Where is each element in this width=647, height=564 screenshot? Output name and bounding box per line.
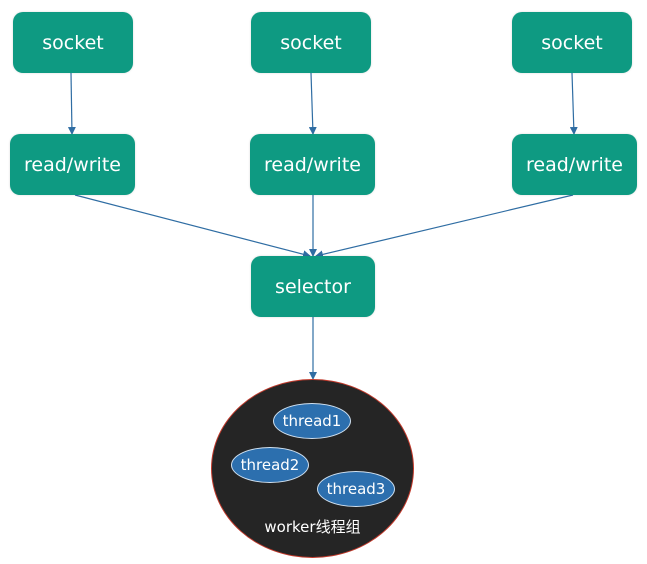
- worker-group-circle: thread1 thread2 thread3 worker线程组: [211, 379, 414, 558]
- selector-node: selector: [251, 256, 375, 317]
- arrow-readwrite3-to-selector: [315, 194, 574, 259]
- arrow-socket2-to-readwrite2: [308, 72, 317, 135]
- thread-node-1: thread1: [273, 403, 351, 439]
- arrow-socket1-to-readwrite1: [67, 72, 76, 135]
- thread-node-label: thread1: [282, 412, 342, 430]
- socket-node-1: socket: [13, 12, 133, 73]
- thread-node-label: thread3: [326, 480, 386, 498]
- socket-node-label: socket: [541, 31, 603, 54]
- socket-node-2: socket: [251, 12, 371, 73]
- read-write-node-3: read/write: [512, 134, 637, 195]
- read-write-node-2: read/write: [250, 134, 375, 195]
- socket-node-label: socket: [42, 31, 104, 54]
- read-write-node-label: read/write: [526, 153, 623, 176]
- socket-node-label: socket: [280, 31, 342, 54]
- thread-node-2: thread2: [231, 447, 309, 483]
- thread-node-label: thread2: [240, 456, 300, 474]
- read-write-node-label: read/write: [264, 153, 361, 176]
- read-write-node-label: read/write: [24, 153, 121, 176]
- read-write-node-1: read/write: [10, 134, 135, 195]
- arrow-readwrite1-to-selector: [74, 194, 311, 259]
- selector-node-label: selector: [275, 275, 351, 298]
- socket-node-3: socket: [512, 12, 632, 73]
- arrow-socket3-to-readwrite3: [569, 72, 578, 135]
- worker-group-label: worker线程组: [264, 518, 361, 536]
- thread-node-3: thread3: [317, 471, 395, 507]
